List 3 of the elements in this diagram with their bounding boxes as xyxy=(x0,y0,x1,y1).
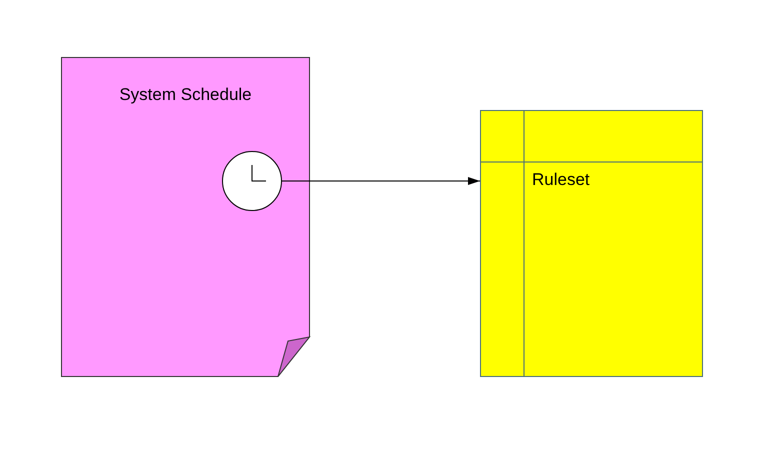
storage-title: Ruleset xyxy=(532,170,590,190)
document-title: System Schedule xyxy=(118,85,253,105)
arrow xyxy=(282,177,480,185)
